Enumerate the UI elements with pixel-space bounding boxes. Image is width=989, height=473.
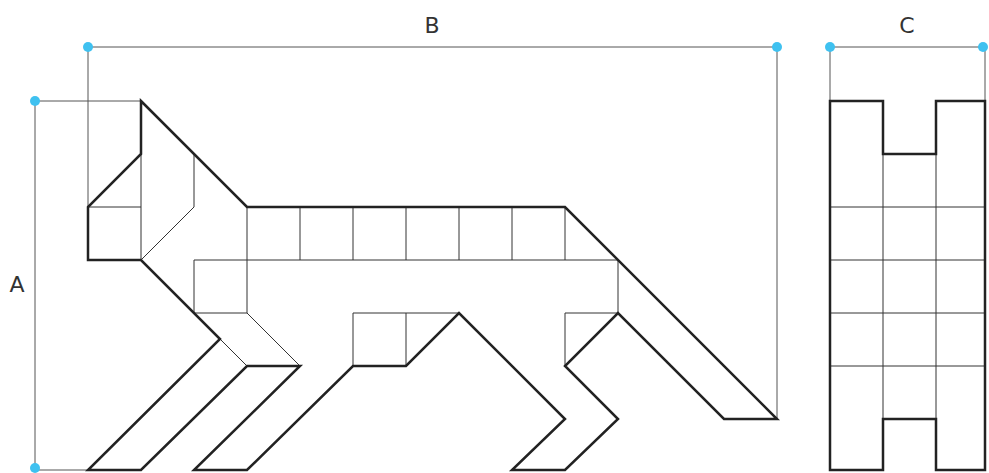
dimension-label: A: [6, 274, 27, 296]
cat-outline: [88, 101, 777, 470]
grid-lines: [88, 154, 985, 419]
dimension-dots: [30, 42, 988, 473]
dimension-label: C: [896, 15, 917, 37]
side-view-outline: [830, 101, 985, 470]
dimension-label: B: [421, 15, 442, 37]
dimension-lines: [35, 47, 985, 470]
